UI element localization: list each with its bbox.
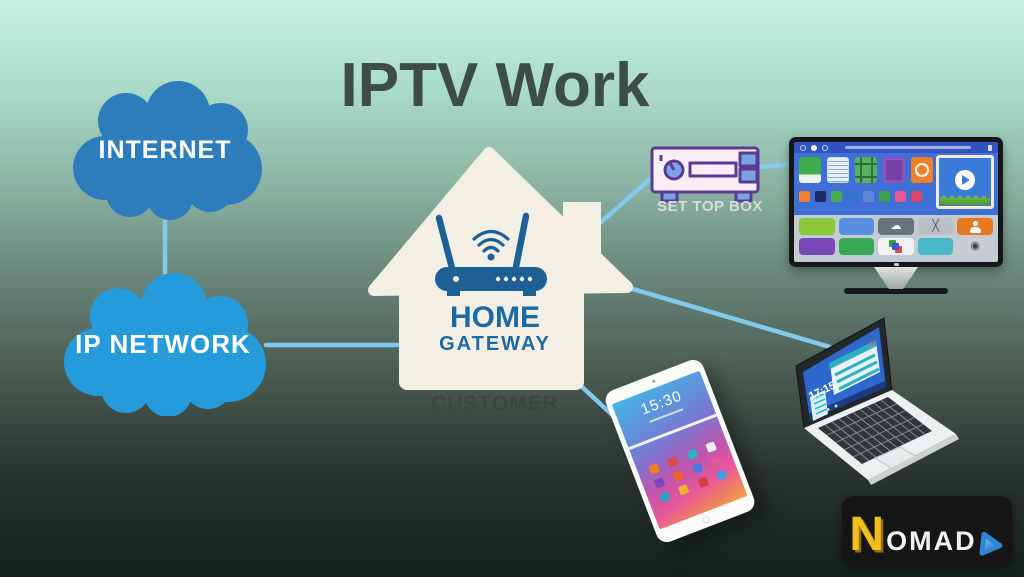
tablet-app-icon (648, 463, 660, 475)
gallery-app-tile (878, 238, 914, 255)
app-icon (847, 191, 858, 202)
tablet-app-icon (653, 477, 666, 489)
tv-icon: ☁ ╳ ◉ (789, 137, 1003, 297)
app-tile (799, 238, 835, 255)
tv-app-area (794, 153, 998, 215)
tablet-app-icon (716, 469, 728, 481)
tab-dot (800, 144, 806, 151)
video-player-tile (936, 155, 994, 209)
user-app-tile (957, 218, 993, 235)
tv-screen: ☁ ╳ ◉ (794, 142, 998, 262)
home-gateway-label-line2: GATEWAY (439, 333, 551, 355)
connection-line (757, 161, 797, 170)
app-tile (883, 157, 905, 183)
person-icon (969, 220, 981, 233)
nomad-logo: N OMAD (842, 496, 1012, 566)
app-icon (799, 191, 810, 202)
wifi-icon (472, 229, 510, 253)
customer-label: CUSTOMER (431, 392, 559, 415)
tablet-app-icon (710, 455, 723, 467)
power-icon (915, 163, 929, 177)
logo-letter-n: N (849, 508, 885, 562)
app-tile (799, 157, 821, 183)
app-tile (827, 157, 849, 183)
tv-frame: ☁ ╳ ◉ (789, 137, 1003, 267)
connection-line (589, 169, 661, 233)
progress-bar (845, 146, 971, 149)
connection-line (623, 284, 833, 350)
app-tile (917, 238, 954, 255)
tv-stand (874, 267, 918, 289)
logo-text: OMAD (886, 526, 977, 556)
app-icon (815, 191, 826, 202)
tablet-app-icon (691, 462, 704, 475)
set-top-box-icon (650, 146, 760, 203)
tools-app-tile: ╳ (917, 218, 954, 235)
tablet-app-icon (686, 448, 699, 461)
tv-stand-base (844, 288, 948, 294)
tablet-app-grid (646, 440, 731, 504)
tv-lower-area: ☁ ╳ ◉ (794, 215, 998, 262)
tab-dot-active (811, 144, 817, 151)
tablet-app-icon (658, 491, 671, 503)
app-icon (911, 191, 922, 202)
internet-cloud-icon (73, 81, 262, 220)
app-icon (831, 191, 842, 202)
logo-play-icon (979, 531, 1002, 556)
app-tile (911, 157, 933, 183)
page-title: IPTV Work (340, 51, 650, 120)
menu-icon (988, 144, 992, 151)
app-tile (838, 238, 875, 255)
tablet-app-icon (678, 483, 690, 496)
tv-topbar (794, 142, 998, 153)
laptop-icon: 17:15 (795, 317, 959, 485)
tablet-app-icon (672, 469, 685, 482)
house-icon (368, 147, 633, 390)
layers-icon (892, 243, 900, 250)
app-tile (799, 218, 835, 235)
grass-decoration (940, 194, 990, 205)
ip-network-cloud-icon (64, 273, 266, 416)
app-icon (895, 191, 906, 202)
set-top-box-label: SET TOP BOX (657, 198, 763, 215)
home-gateway-label-line1: HOME (450, 301, 540, 334)
app-icon (863, 191, 874, 202)
app-icon (879, 191, 890, 202)
cloud-app-tile: ☁ (878, 218, 914, 235)
internet-cloud-label: INTERNET (98, 136, 232, 164)
app-tile (855, 157, 877, 183)
tab-dot (822, 144, 828, 151)
router-icon (435, 212, 547, 296)
play-icon (955, 169, 975, 190)
tablet-time: 15:30 (638, 387, 685, 419)
movie-app-tile: ◉ (957, 238, 993, 255)
tablet-app-icon (697, 476, 709, 489)
tablet-app-icon (667, 455, 679, 468)
app-tile (838, 218, 875, 235)
tablet-app-icon (705, 441, 718, 453)
ip-network-cloud-label: IP NETWORK (75, 329, 251, 359)
